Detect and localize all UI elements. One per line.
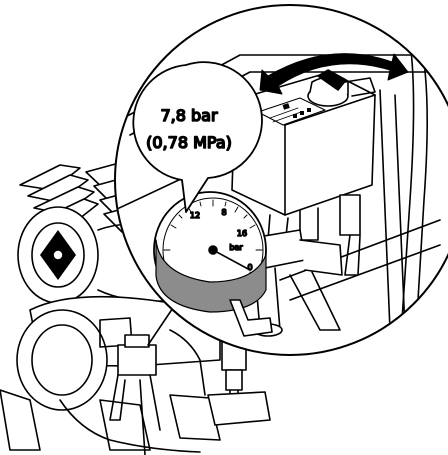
motor-block bbox=[0, 295, 221, 451]
gauge-scale-label-16: 16 bbox=[237, 229, 247, 238]
pressure-switch bbox=[231, 69, 376, 276]
gauge-scale-label-8: 8 bbox=[221, 208, 226, 217]
gauge-unit-label: bar bbox=[229, 243, 243, 252]
air-hose-2 bbox=[169, 329, 206, 396]
callout-pressure-bar: 7,8 bar bbox=[160, 106, 217, 125]
pressure-callout: 7,8 bar (0,78 MPa) bbox=[132, 61, 263, 213]
air-hose bbox=[59, 399, 201, 453]
gauge-needle bbox=[212, 249, 251, 271]
rotate-arrow-icon bbox=[259, 53, 409, 95]
on-off-knob[interactable] bbox=[307, 69, 349, 107]
callout-pressure-mpa: (0,78 MPa) bbox=[146, 133, 232, 152]
gauge-scale-label-0: 0 bbox=[247, 263, 252, 272]
fan-housing bbox=[17, 206, 176, 304]
valve-block bbox=[109, 334, 161, 455]
gauge-highlight-band bbox=[155, 239, 267, 313]
pressure-gauge: 0 4 8 12 16 bar bbox=[153, 191, 273, 337]
gauge-scale-label-12: 12 bbox=[190, 211, 200, 220]
magnified-detail: 0 4 8 12 16 bar bbox=[114, 4, 448, 356]
